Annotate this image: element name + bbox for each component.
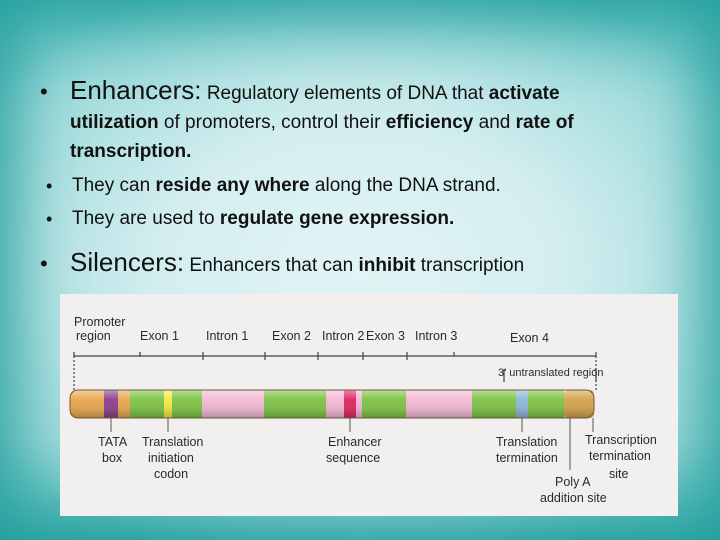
bullet-dot: • <box>46 209 53 229</box>
polya-label-1: Poly A <box>555 475 591 489</box>
enhancers-line3: transcription. <box>70 141 192 162</box>
leader-lines <box>110 418 594 470</box>
enhancers-heading: Enhancers: <box>70 75 202 105</box>
enhancers-rate-of: rate of <box>515 112 574 133</box>
translation-initiation-label-2: initiation <box>148 451 194 465</box>
enhancers-activate: activate <box>488 83 560 104</box>
enhancer-label-1: Enhancer <box>328 435 382 449</box>
transcription-termination-label-1: Transcription <box>585 433 657 447</box>
transcription-termination-label-2: termination <box>589 449 651 463</box>
bracket-main <box>139 352 454 357</box>
gene-diagram-svg: Promoter region Exon 1 Intron 1 Exon 2 I… <box>69 315 657 505</box>
reside-text-1: They can <box>72 175 156 196</box>
region-brackets <box>73 352 597 390</box>
strand-shading <box>70 390 594 418</box>
enhancers-utilization: utilization <box>70 112 159 133</box>
tata-label-2: box <box>102 451 123 465</box>
reside-anywhere: reside any where <box>155 175 310 196</box>
tata-label-1: TATA <box>98 435 128 449</box>
polya-label-2: addition site <box>540 491 607 505</box>
exon2-label: Exon 2 <box>272 329 311 343</box>
intron1-label: Intron 1 <box>206 329 248 343</box>
silencers-text-1: Enhancers that can <box>184 255 359 276</box>
translation-termination-label-2: termination <box>496 451 558 465</box>
bullet-dot: • <box>40 79 48 104</box>
reside-text-2: along the DNA strand. <box>309 175 501 196</box>
bullet-dot: • <box>40 251 48 276</box>
bullet-dot: • <box>46 176 53 196</box>
silencers-text-2: transcription <box>415 255 525 276</box>
intron2-label: Intron 2 <box>322 329 364 343</box>
exon3-label: Exon 3 <box>366 329 405 343</box>
silencers-inhibit: inhibit <box>358 255 416 276</box>
bracket-promoter <box>73 352 141 357</box>
bullet-list: • Enhancers: Regulatory elements of DNA … <box>40 75 710 278</box>
bullet-enhancers: • Enhancers: Regulatory elements of DNA … <box>40 75 690 106</box>
silencers-heading: Silencers: <box>70 247 185 277</box>
dna-strand <box>69 389 595 419</box>
utr-label-bg <box>506 364 594 378</box>
translation-initiation-label-3: codon <box>154 467 188 481</box>
bullet-regulate: • They are used to regulate gene express… <box>46 207 455 231</box>
exon4-label: Exon 4 <box>510 331 549 345</box>
enhancers-line2: utilization of promoters, control their … <box>70 111 690 135</box>
intron3-label: Intron 3 <box>415 329 457 343</box>
utr-label: 3' untranslated region <box>498 367 603 379</box>
bullet-silencers: • Silencers: Enhancers that can inhibit … <box>40 247 710 278</box>
translation-termination-label-1: Translation <box>496 435 557 449</box>
enhancers-efficiency: efficiency <box>385 112 474 133</box>
gene-structure-diagram: Promoter region Exon 1 Intron 1 Exon 2 I… <box>60 294 678 516</box>
exon1-label: Exon 1 <box>140 329 179 343</box>
regulate-gene-expression: regulate gene expression. <box>219 208 455 229</box>
enhancer-label-2: sequence <box>326 451 380 465</box>
regulate-text-1: They are used to <box>72 208 220 229</box>
bracket-exon4 <box>453 352 597 357</box>
translation-initiation-label-1: Translation <box>142 435 203 449</box>
strand-outline <box>69 389 595 419</box>
transcription-termination-label-3: site <box>609 467 629 481</box>
promoter-region-label-1: Promoter <box>74 315 125 329</box>
enhancers-and: and <box>473 112 516 133</box>
promoter-region-label-2: region <box>76 329 111 343</box>
enhancers-text-1: Regulatory elements of DNA that <box>206 83 489 104</box>
bullet-reside: • They can reside any where along the DN… <box>46 174 501 198</box>
enhancers-text-2: of promoters, control their <box>158 112 386 133</box>
